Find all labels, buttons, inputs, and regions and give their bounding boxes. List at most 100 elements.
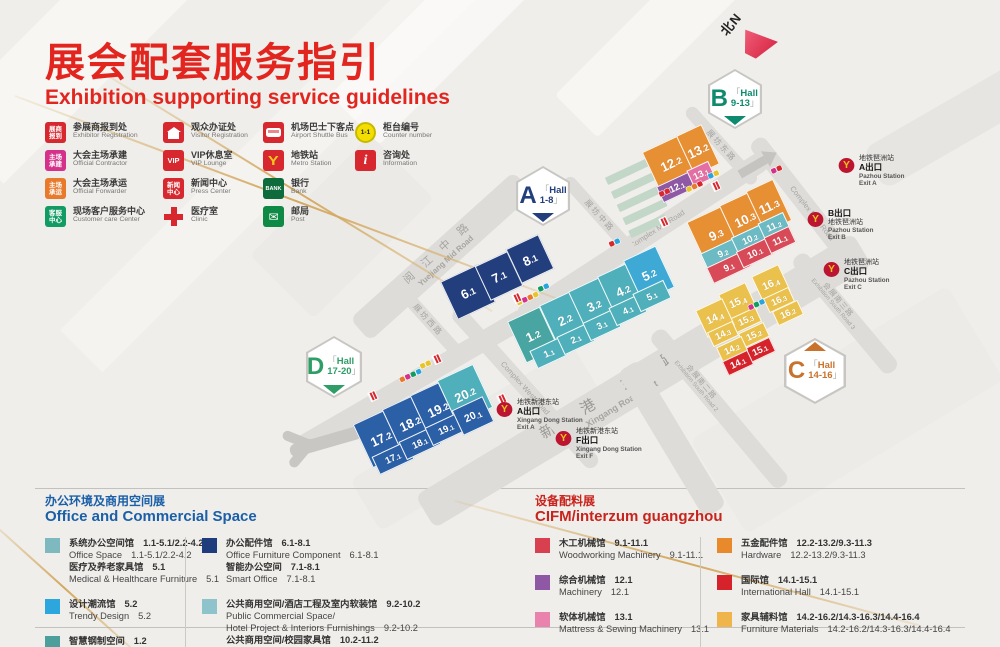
- press-center-icon: 新闻中心: [163, 178, 184, 199]
- legend-swatch: [202, 599, 217, 614]
- information-icon: i: [355, 150, 376, 171]
- service-label-en: Press Center: [191, 188, 231, 195]
- hall-badge-letter: C: [787, 357, 806, 384]
- road-label: 展坊中路: [583, 197, 616, 233]
- metro-label-line: Pazhou Station: [859, 172, 905, 180]
- legend-swatch: [45, 599, 60, 614]
- page-title-en: Exhibition supporting service guidelines: [45, 86, 450, 109]
- compass-arrow-icon: [743, 26, 780, 59]
- official-forwarder-icon: 主场承运: [45, 178, 66, 199]
- metro-label-line: 地铁新港东站: [576, 428, 618, 435]
- vip-lounge-icon: VIP: [163, 150, 184, 171]
- service-label-zh: 银行: [291, 178, 310, 188]
- service-label-en: Exhibitor Registration: [73, 132, 138, 139]
- service-label-en: Official Forwarder: [73, 188, 127, 195]
- service-label-zh: 咨询处: [383, 150, 411, 160]
- service-label-zh: 大会主场承建: [73, 150, 128, 160]
- metro-station-icon: Y: [263, 150, 284, 171]
- service-label-zh: 地铁站: [291, 150, 319, 160]
- hall-badge-chevron: [804, 341, 826, 351]
- legend-swatch: [45, 538, 60, 553]
- legend-title-zh: 办公环境及商用空间展: [45, 494, 166, 508]
- service-label-en: Information: [383, 160, 418, 167]
- service-label-en: Metro Station: [291, 160, 332, 167]
- metro-label-line: Exit B: [828, 233, 846, 241]
- exhibitor-registration-icon: 展商报到: [45, 122, 66, 143]
- legend-title-en: CIFM/interzum guangzhou: [535, 508, 723, 525]
- metro-label-line: 地铁琶洲站: [828, 218, 863, 226]
- hall-badge-chevron: [724, 115, 746, 125]
- metro-label-line: F出口: [576, 435, 599, 445]
- service-label-zh: 参展商报到处: [73, 122, 128, 132]
- metro-label-line: Pazhou Station: [844, 276, 890, 284]
- hall-badge-letter: B: [710, 85, 728, 112]
- road-label-zh: 展坊西路: [411, 301, 446, 338]
- legend-swatch: [45, 636, 60, 647]
- legend-swatch: [535, 575, 550, 590]
- metro-y-icon: Y: [838, 158, 855, 173]
- legend-swatch: [717, 575, 732, 590]
- metro-label-line: Exit A: [859, 179, 877, 187]
- legend-swatch: [535, 538, 550, 553]
- bank-icon: BANK: [263, 178, 284, 199]
- service-label-en: Clinic: [191, 216, 208, 223]
- hall-badge-chevron: [323, 384, 345, 394]
- service-label-zh: 观众办证处: [191, 122, 237, 132]
- metro-label-line: B出口: [828, 208, 852, 218]
- metro-label-line: Pazhou Station: [828, 226, 874, 234]
- service-label-zh: 机场巴士下客点: [291, 122, 355, 132]
